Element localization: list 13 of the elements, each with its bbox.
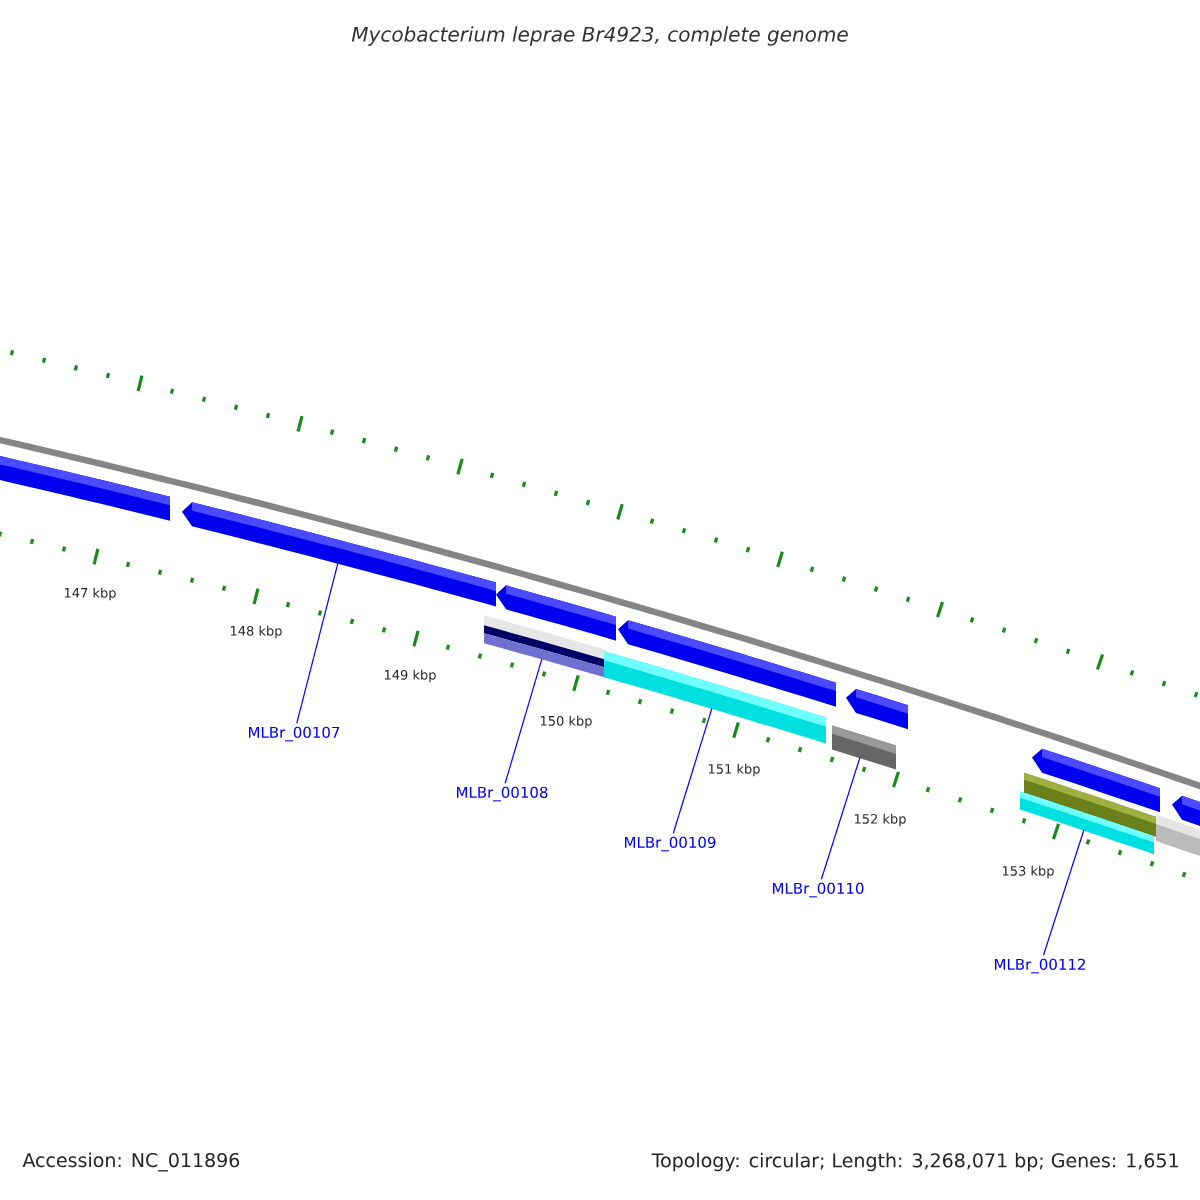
- gene-feature: [182, 502, 496, 607]
- leader-line: [672, 707, 713, 834]
- feature-bar: [1020, 791, 1154, 855]
- leader-line: [1042, 829, 1085, 956]
- title: Mycobacterium leprae Br4923, complete genome: [351, 26, 848, 46]
- footer-text: Accession: NC_011896: [22, 1152, 240, 1172]
- leader-line: [820, 757, 861, 880]
- feature-bar: [832, 725, 896, 770]
- feature-bar: [484, 615, 606, 678]
- leader-line: [296, 562, 339, 724]
- leader-line: [504, 658, 543, 784]
- footer-text: Topology: circular; Length: 3,268,071 bp; Genes: 1,651: [651, 1152, 1178, 1172]
- feature-bar: [604, 651, 826, 744]
